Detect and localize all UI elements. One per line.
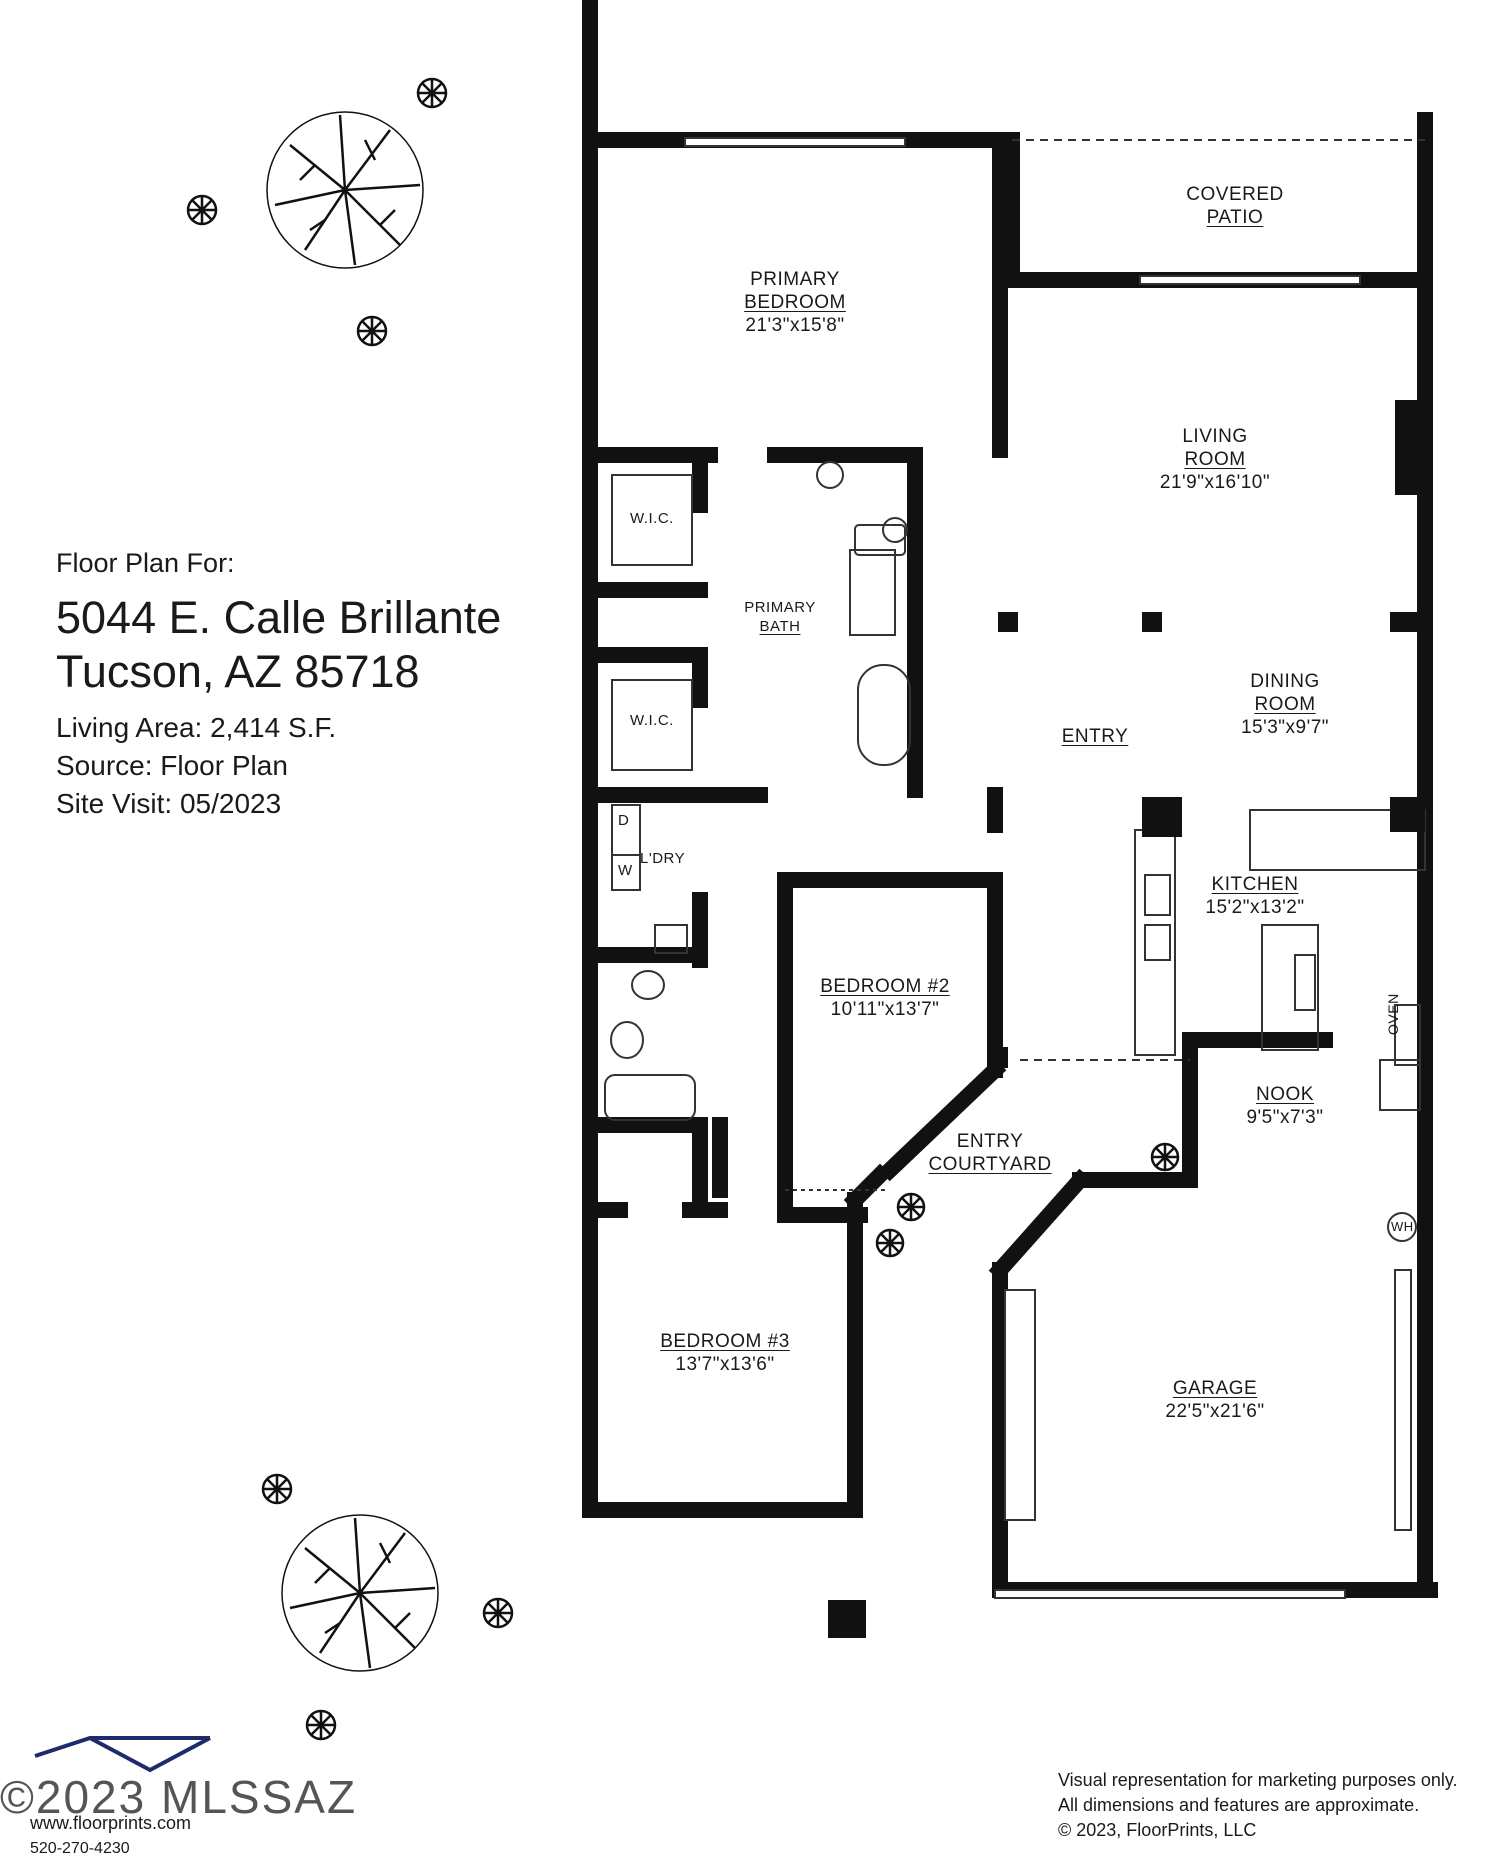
room-kitchen: KITCHEN 15'2"x13'2" — [1205, 874, 1305, 918]
disclaimer-line2: All dimensions and features are approxim… — [1058, 1795, 1420, 1815]
water-heater-label: WH — [1391, 1219, 1414, 1234]
website: www.floorprints.com — [30, 1813, 192, 1833]
room-bedroom-3: BEDROOM #3 13'7"x13'6" — [660, 1331, 790, 1375]
room-primary-bedroom: PRIMARY BEDROOM 21'3"x15'8" — [744, 269, 846, 336]
room-laundry: L'DRY — [640, 850, 686, 867]
address-line2: Tucson, AZ 85718 — [56, 646, 420, 697]
disclaimer: Visual representation for marketing purp… — [1058, 1768, 1488, 1843]
room-garage: GARAGE 22'5"x21'6" — [1165, 1378, 1265, 1422]
disclaimer-line1: Visual representation for marketing purp… — [1058, 1770, 1458, 1790]
phone: 520-270-4230 — [30, 1840, 130, 1857]
dryer-label: D — [618, 812, 630, 829]
room-living: LIVING ROOM 21'9"x16'10" — [1159, 426, 1271, 493]
washer-label: W — [618, 862, 633, 879]
watermark: ©2023 MLSSAZ — [0, 1771, 358, 1823]
room-wic-1: W.I.C. — [630, 510, 674, 527]
room-nook: NOOK 9'5"x7'3" — [1246, 1084, 1324, 1128]
disclaimer-line3: © 2023, FloorPrints, LLC — [1058, 1820, 1257, 1840]
room-bedroom-2: BEDROOM #2 10'11"x13'7" — [820, 976, 950, 1020]
oven-label: OVEN — [1385, 993, 1401, 1035]
address-line1: 5044 E. Calle Brillante — [56, 592, 502, 643]
room-dining: DINING ROOM 15'3"x9'7" — [1240, 671, 1330, 738]
source: Source: Floor Plan — [56, 750, 288, 781]
site-visit: Site Visit: 05/2023 — [56, 788, 282, 819]
room-wic-2: W.I.C. — [630, 712, 674, 729]
room-entry-courtyard: ENTRY COURTYARD — [928, 1131, 1052, 1175]
floor-plan-label: Floor Plan For: — [56, 548, 235, 578]
living-area: Living Area: 2,414 S.F. — [56, 712, 337, 743]
room-primary-bath: PRIMARY BATH — [744, 599, 816, 635]
room-covered-patio: COVERED PATIO — [1186, 184, 1284, 228]
listing-info: Floor Plan For: 5044 E. Calle Brillante … — [56, 548, 501, 823]
room-entry: ENTRY — [1061, 726, 1129, 747]
